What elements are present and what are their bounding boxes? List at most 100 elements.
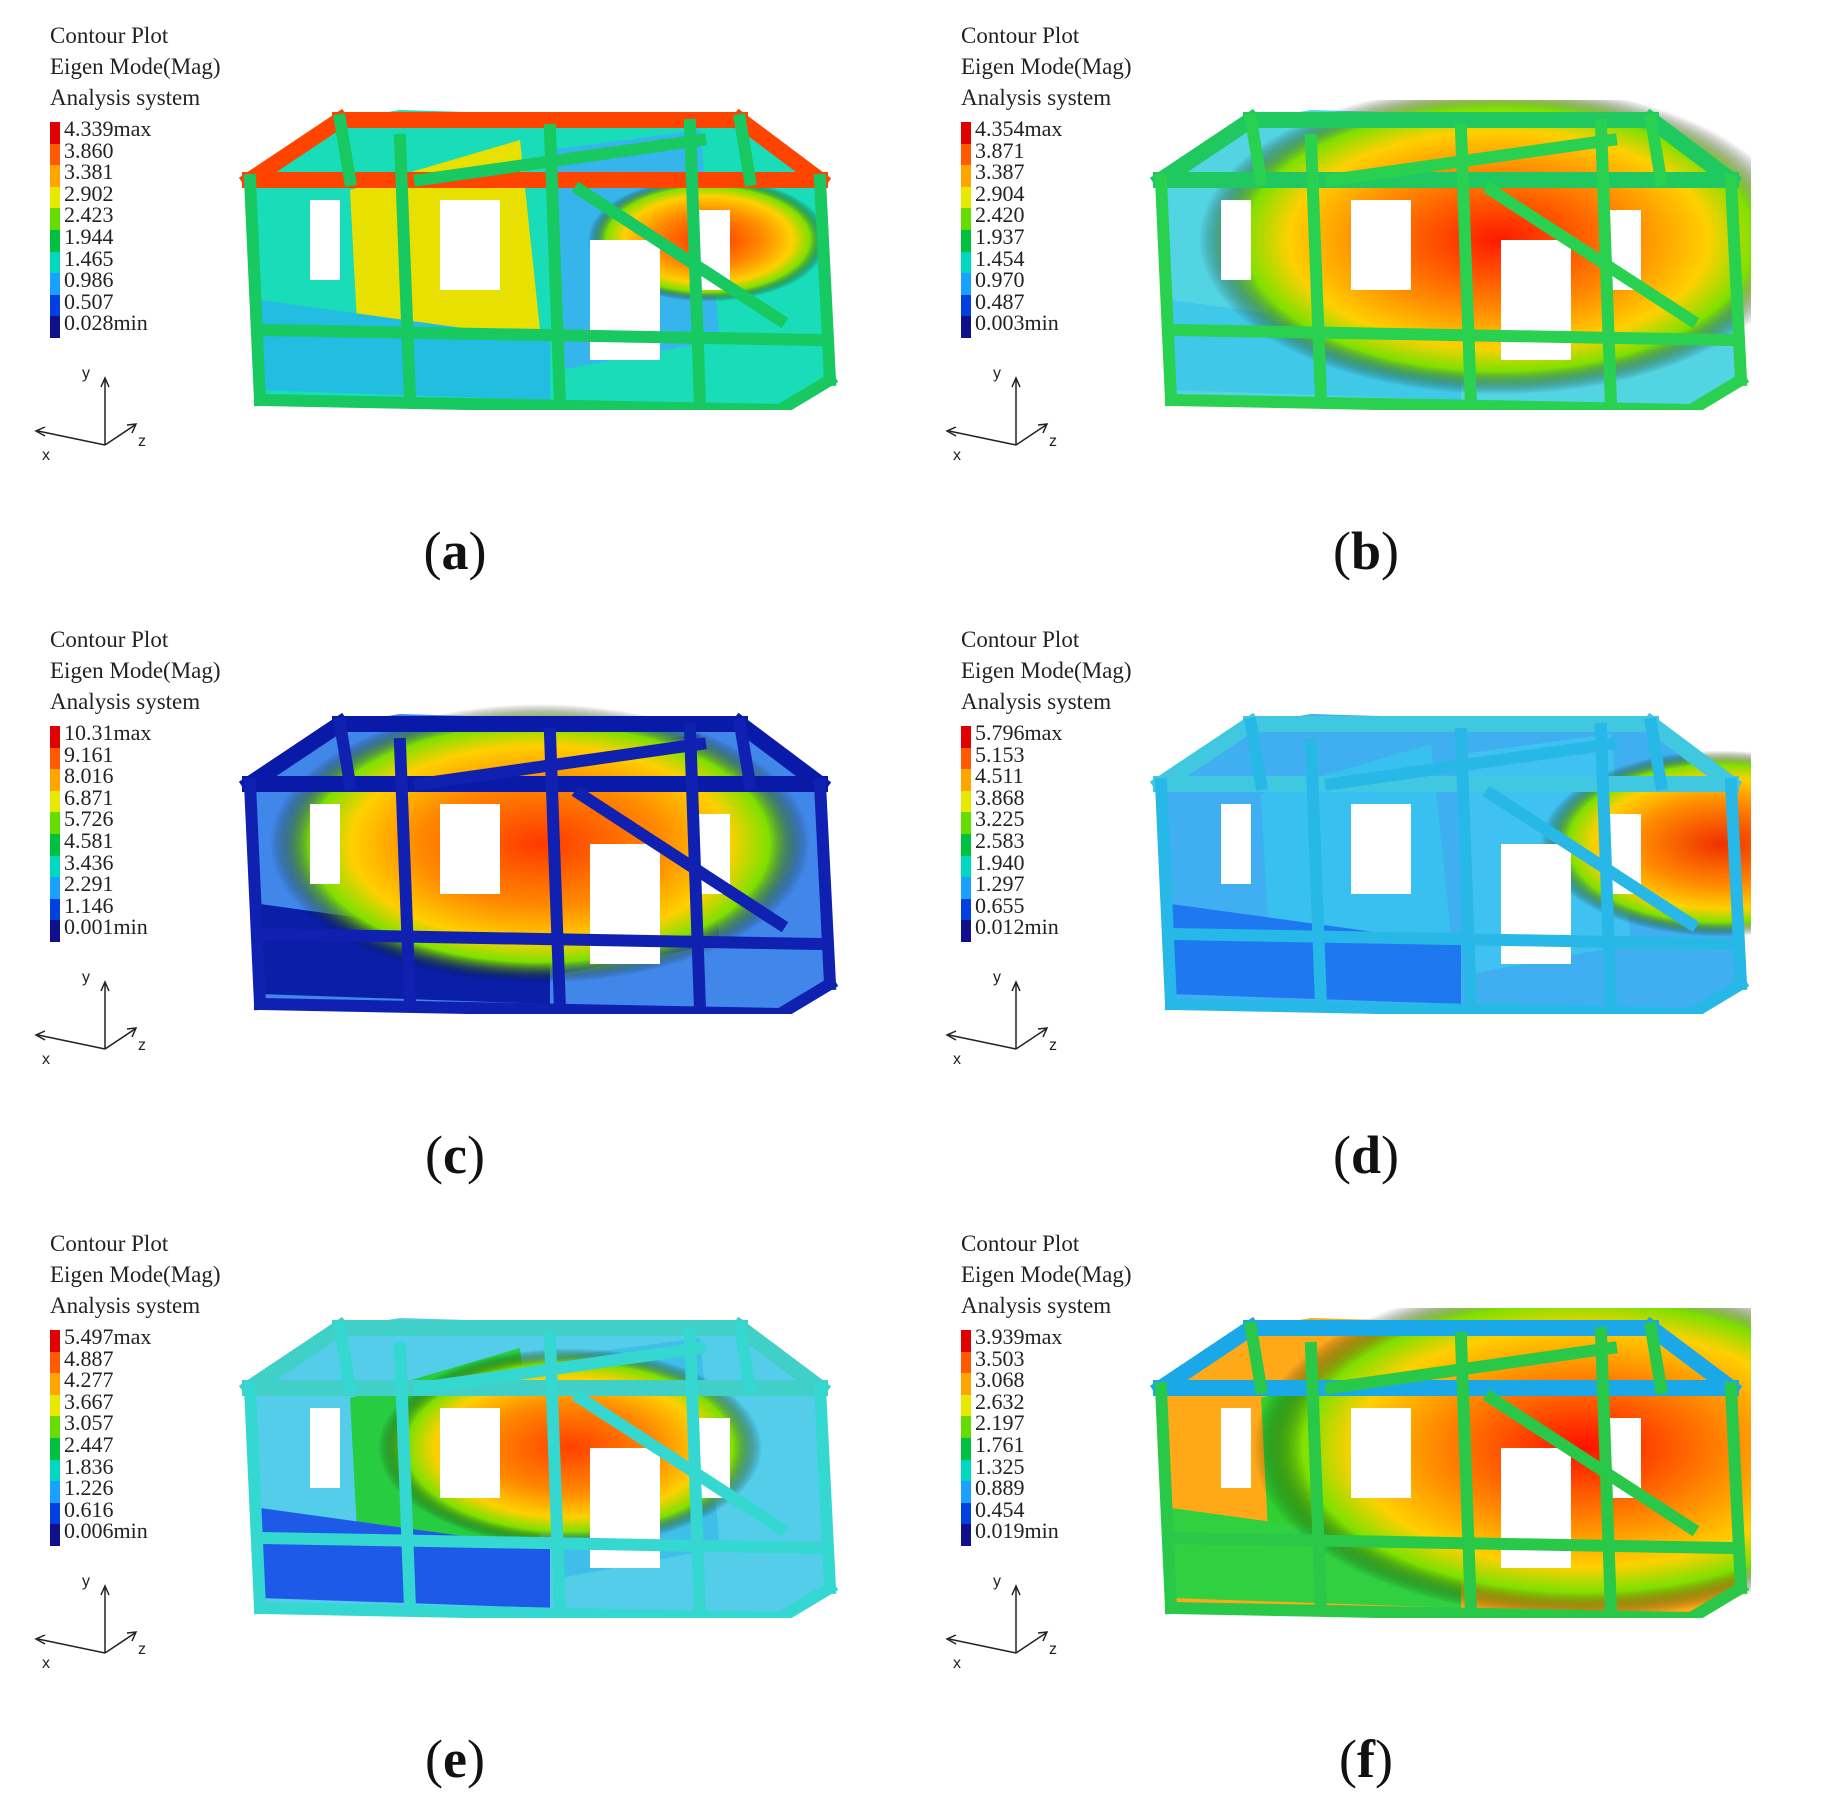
color-scale-swatch: [961, 920, 971, 942]
color-scale-label: 0.019min: [975, 1518, 1059, 1544]
color-scale-label: 4.511: [975, 763, 1024, 789]
color-scale-swatch: [961, 208, 971, 230]
color-scale-swatch: [50, 294, 60, 317]
legend-header-line: Contour Plot: [961, 1231, 1080, 1256]
fe-frame-model: [238, 704, 840, 1023]
color-scale-label: 2.904: [975, 180, 1025, 206]
color-scale-swatch: [961, 230, 971, 252]
axis-label-z: z: [1049, 1641, 1057, 1658]
caption-letter: a: [441, 521, 469, 581]
color-scale-label: 6.871: [64, 784, 114, 810]
color-scale-label: 1.454: [975, 245, 1025, 271]
color-scale-swatch: [961, 1459, 971, 1482]
legend-header-line: Analysis system: [50, 1293, 201, 1318]
axis-label-x: x: [42, 1051, 50, 1068]
legend-header-line: Contour Plot: [961, 23, 1080, 48]
fe-frame-model: [1149, 100, 1751, 419]
color-scale-swatch: [961, 1481, 971, 1503]
mode-shape-plot: [220, 684, 860, 1023]
color-scale-swatch: [50, 855, 60, 878]
caption-letter: e: [443, 1729, 467, 1789]
legend-header-line: Eigen Mode(Mag): [961, 658, 1132, 683]
axis-label-y: y: [993, 1573, 1001, 1590]
subfigure-caption: (e): [425, 1729, 485, 1789]
color-scale-label: 1.226: [64, 1475, 114, 1501]
legend-header-line: Analysis system: [961, 85, 1112, 110]
color-scale-swatch: [50, 1330, 60, 1352]
color-scale-swatch: [961, 877, 971, 899]
coordinate-axes: y x z: [941, 1573, 1071, 1683]
color-scale-label: 5.726: [64, 806, 114, 832]
axis-label-x: x: [42, 447, 50, 464]
color-scale-label: 1.944: [64, 223, 114, 249]
color-scale-swatch: [961, 143, 971, 166]
color-scale-label: 3.225: [975, 806, 1025, 832]
axis-label-x: x: [953, 1655, 961, 1672]
color-scale-label: 5.796max: [975, 720, 1063, 745]
color-scale-label: 3.068: [975, 1367, 1025, 1393]
color-scale-swatch: [50, 1351, 60, 1374]
color-scale-label: 0.012min: [975, 914, 1059, 940]
color-scale-swatch: [961, 251, 971, 274]
axis-label-z: z: [138, 433, 146, 450]
color-scale-swatch: [50, 1524, 60, 1546]
color-scale-swatch: [961, 122, 971, 144]
color-scale-label: 0.507: [64, 288, 114, 314]
color-scale-label: 0.655: [975, 892, 1025, 918]
color-scale-swatch: [961, 294, 971, 317]
axis-label-y: y: [82, 969, 90, 986]
color-scale-label: 0.487: [975, 288, 1025, 314]
axis-label-y: y: [993, 969, 1001, 986]
color-scale-swatch: [961, 316, 971, 338]
fe-frame-model: [238, 100, 840, 419]
color-scale-swatch: [50, 1481, 60, 1503]
color-scale-label: 8.016: [64, 763, 114, 789]
color-scale-label: 2.447: [64, 1431, 114, 1457]
color-scale-swatch: [50, 1459, 60, 1482]
axis-label-z: z: [138, 1037, 146, 1054]
axis-label-x: x: [953, 447, 961, 464]
color-scale-swatch: [961, 1416, 971, 1438]
color-scale-label: 2.423: [64, 202, 114, 228]
color-scale-swatch: [50, 1438, 60, 1460]
color-scale-label: 3.868: [975, 784, 1025, 810]
color-scale-label: 4.581: [64, 827, 114, 853]
color-scale-swatch: [961, 855, 971, 878]
color-scale-label: 2.632: [975, 1388, 1025, 1414]
color-scale-label: 4.887: [64, 1345, 114, 1371]
color-scale-label: 2.902: [64, 180, 114, 206]
color-scale-swatch: [50, 812, 60, 834]
legend-header-line: Contour Plot: [50, 1231, 169, 1256]
color-scale-swatch: [50, 165, 60, 187]
fe-frame-model: [238, 1308, 840, 1627]
legend-header-line: Eigen Mode(Mag): [50, 1262, 221, 1287]
color-scale-label: 0.001min: [64, 914, 148, 940]
legend-header-line: Analysis system: [50, 85, 201, 110]
caption-letter: f: [1357, 1729, 1375, 1789]
mode-shape-plot: [1131, 1288, 1771, 1627]
subfigure-caption: (b): [1332, 521, 1399, 581]
axis-label-z: z: [1049, 433, 1057, 450]
color-scale-label: 0.003min: [975, 310, 1059, 336]
color-scale-swatch: [961, 186, 971, 209]
legend-header-line: Contour Plot: [50, 23, 169, 48]
color-scale-swatch: [50, 208, 60, 230]
color-scale-label: 1.836: [64, 1453, 114, 1479]
legend-header-line: Eigen Mode(Mag): [961, 54, 1132, 79]
color-scale-swatch: [50, 122, 60, 144]
color-scale-swatch: [961, 726, 971, 748]
color-scale-swatch: [961, 769, 971, 791]
color-scale-label: 1.465: [64, 245, 114, 271]
color-scale-swatch: [961, 812, 971, 834]
color-scale-swatch: [50, 316, 60, 338]
color-scale-swatch: [961, 273, 971, 295]
color-scale-swatch: [50, 251, 60, 274]
axis-label-z: z: [138, 1641, 146, 1658]
color-scale-swatch: [50, 1416, 60, 1438]
legend-header-line: Contour Plot: [961, 627, 1080, 652]
